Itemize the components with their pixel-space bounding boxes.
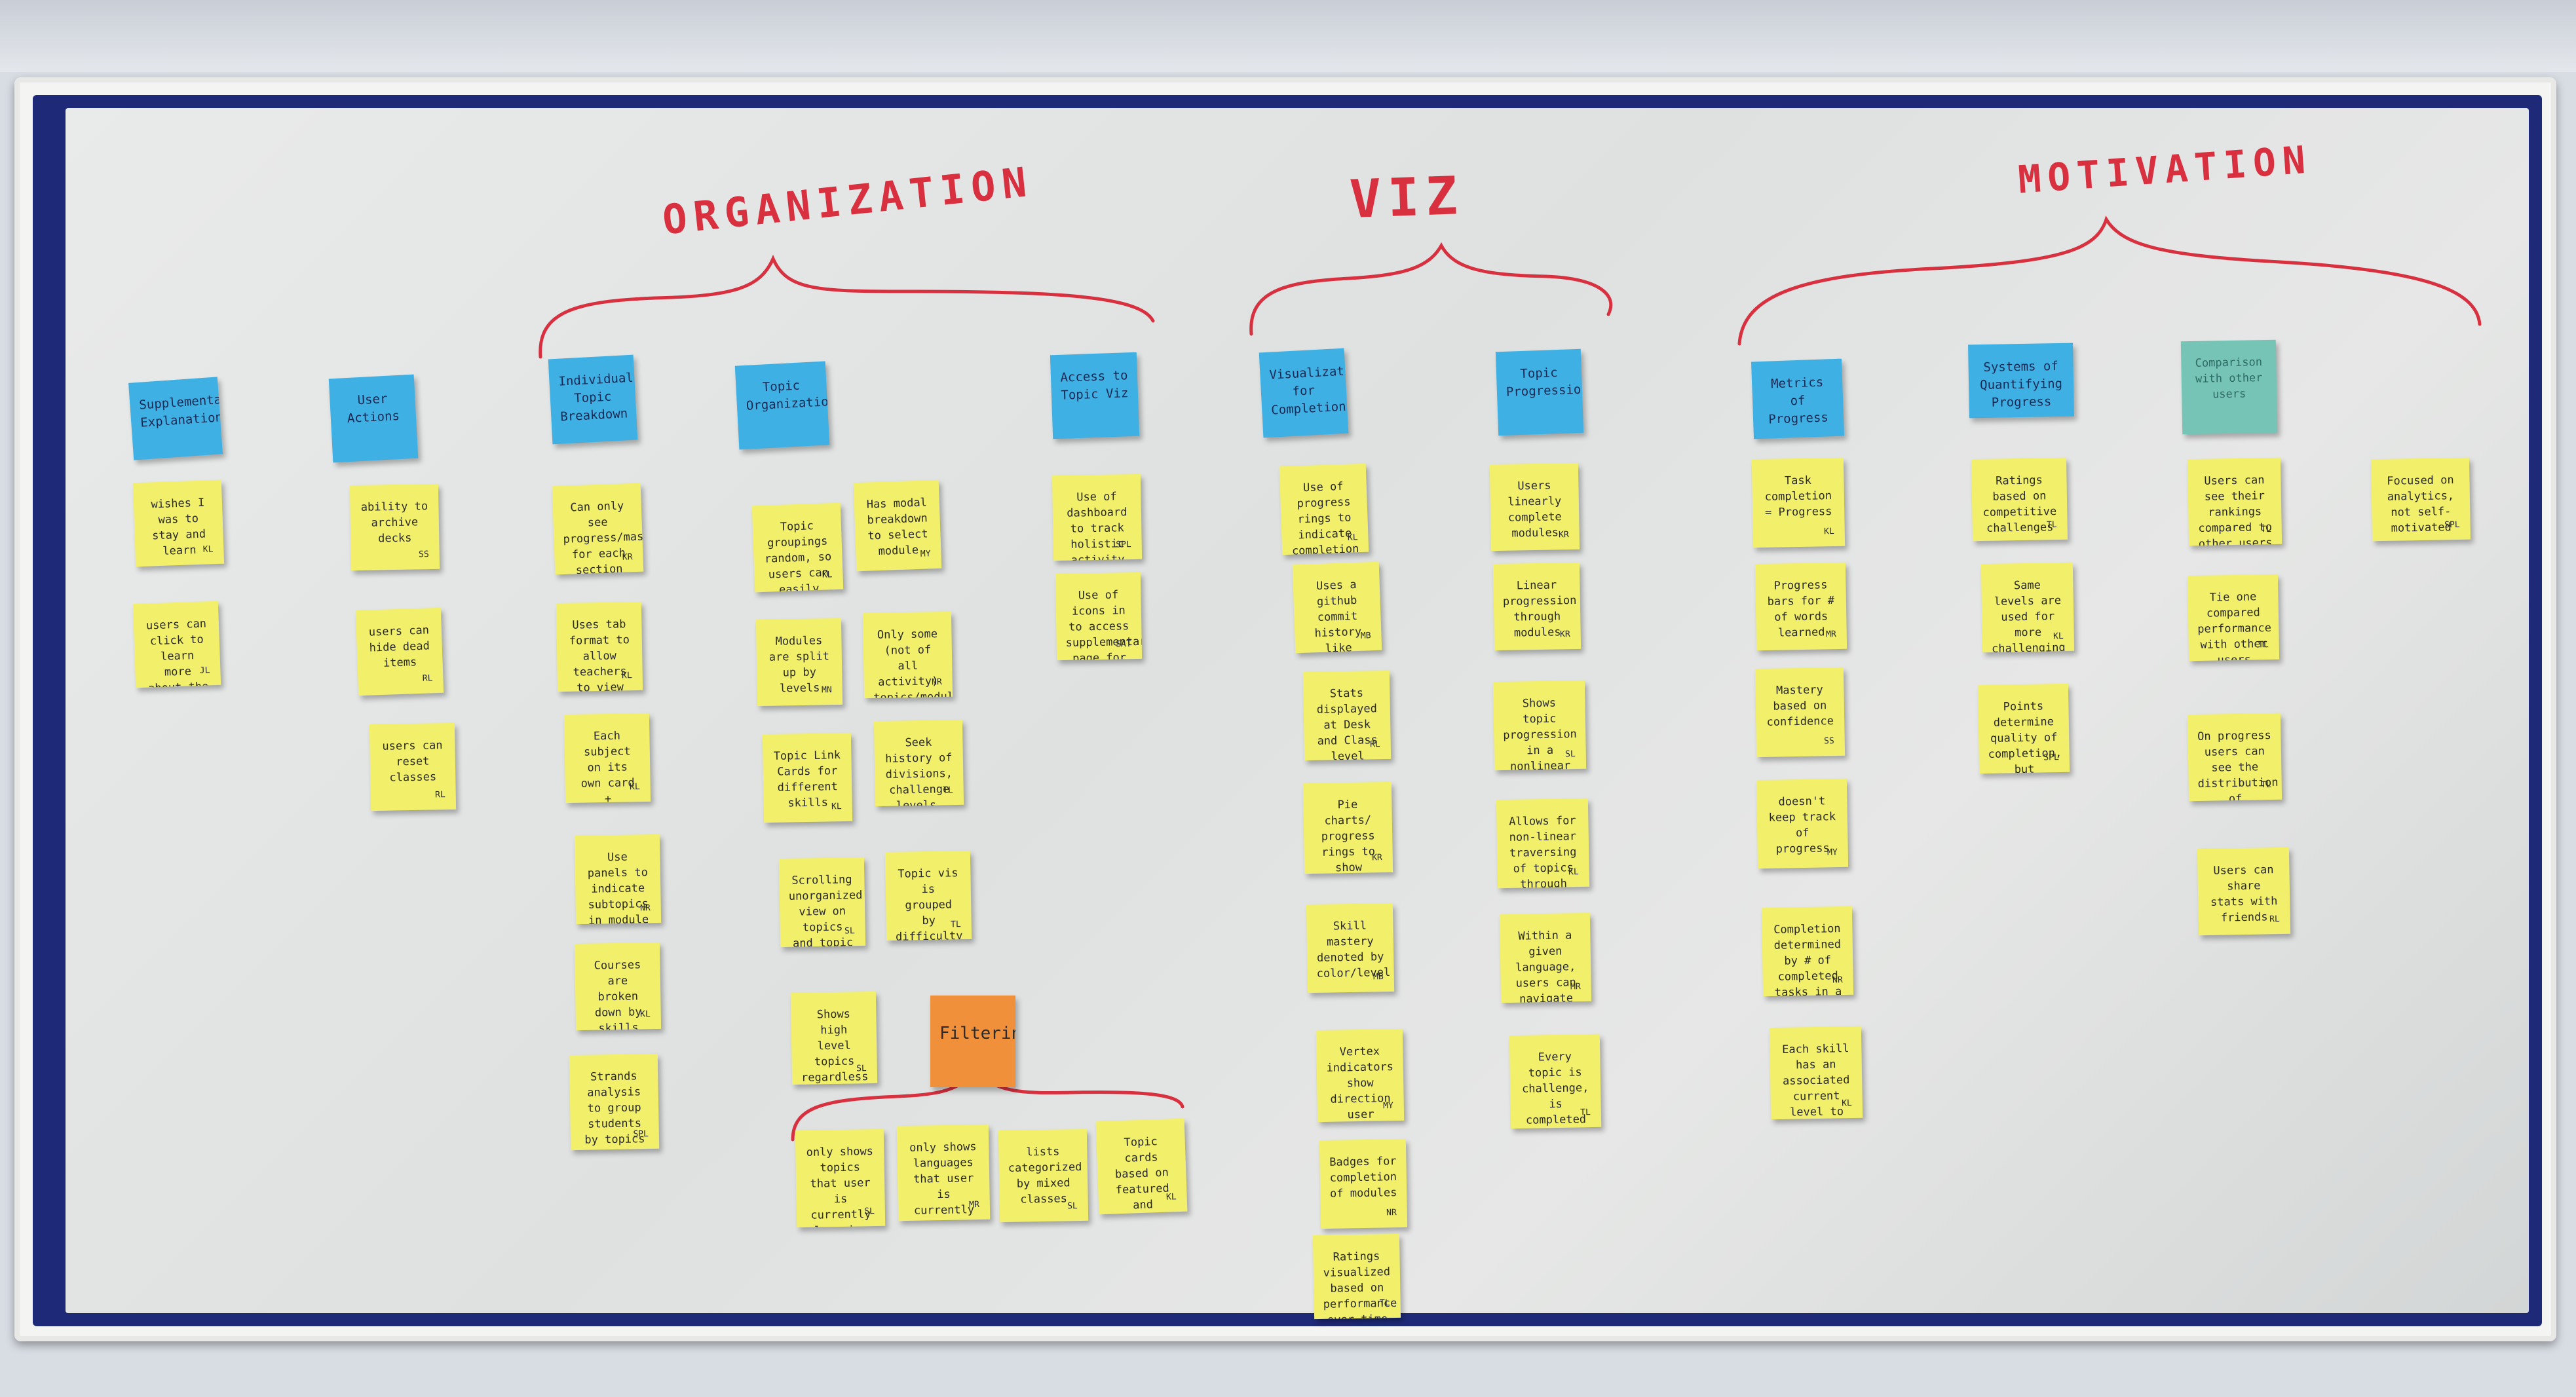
note-q2: Same levels are used for more challengin… — [1980, 562, 2075, 653]
note-f4: Topic cards based on featured and popula… — [1095, 1118, 1188, 1215]
note-filtering: Filtering — [930, 996, 1015, 1087]
note-p3: Shows topic progression in a nonlinear m… — [1492, 680, 1587, 771]
note-p5: Within a given language, users can navig… — [1499, 912, 1592, 1003]
note-p4: Allows for non-linear traversing of topi… — [1496, 798, 1590, 889]
note-v1: Use of progress rings to indicate comple… — [1279, 463, 1369, 555]
note-o4: Only some (not of all activity) topics/m… — [862, 611, 953, 699]
note-v6: Vertex indicators show direction user sh… — [1316, 1028, 1405, 1123]
whiteboard — [66, 108, 2529, 1313]
note-i3: Each subject on its own card + completio… — [563, 713, 651, 804]
note-i5: Courses are broken down by skills SKILLS… — [574, 942, 662, 1031]
note-comparison: Comparison with other users — [2180, 339, 2278, 435]
wall — [0, 0, 2576, 72]
note-f1: only shows topics that user is currently… — [795, 1128, 886, 1228]
note-q3: Points determine quality of completion, … — [1977, 683, 2070, 774]
bracket-viz — [1249, 242, 1613, 336]
note-systems-of-quantifying-progress: Systems of Quantifying Progress — [1968, 343, 2074, 419]
note-a2: Use of icons in to access supplementary … — [1055, 572, 1143, 661]
note-o1: Topic groupings random, so users can eas… — [751, 502, 844, 593]
bracket-motivation — [1737, 215, 2482, 346]
note-i4: Use panels to indicate subtopics in modu… — [574, 834, 662, 925]
bracket-organization — [539, 254, 1155, 359]
note-f2: only shows languages that user is curren… — [896, 1124, 991, 1221]
note-c3: On progress users can see the distributi… — [2187, 713, 2282, 802]
note-o7: Scrolling unorganized view on topics and… — [778, 857, 866, 948]
note-topic-progression: Topic Progression — [1495, 348, 1584, 436]
note-o9: Shows high level topics regardless of co… — [790, 991, 878, 1085]
note-i1: Can only see progress/mastery for each s… — [552, 483, 644, 575]
note-visualizations-for-completion: Visualizations for Completion — [1259, 348, 1349, 438]
note-c5: Focused on analytics, not self-motivated… — [2370, 457, 2471, 542]
note-a1: Use of dashboard to track holistic activ… — [1051, 474, 1143, 561]
note-s2: users can click to learn more about the … — [132, 601, 221, 688]
note-metrics-of-progress: Metrics of Progress — [1751, 358, 1845, 439]
note-m6: Each skill has an associated current lev… — [1769, 1026, 1863, 1120]
note-c2: Tie one compared performance with other … — [2187, 574, 2280, 661]
note-individual-topic-breakdown: Individual Topic Breakdown — [548, 354, 638, 445]
note-user-actions: User Actions — [328, 374, 419, 463]
note-c1: Users can see their rankings compared to… — [2187, 457, 2282, 546]
note-v2: Uses a github commit history like learni… — [1292, 561, 1382, 654]
note-v4: Pie charts/ progress rings to show progr… — [1302, 781, 1393, 874]
note-access-to-topic-viz: Access to Topic Viz — [1050, 352, 1140, 439]
note-i2: Uses tab format to allow teachers to vie… — [556, 601, 643, 692]
note-o6: Seek history of divisions, challenge lev… — [873, 719, 964, 807]
note-i6: Strands analysis to group students by to… — [569, 1053, 660, 1151]
note-m5: Completion determined by # of completed … — [1761, 906, 1854, 997]
note-topic-organization: Topic Organization — [734, 361, 830, 450]
note-supplemental-explanations: Supplemental Explanations — [128, 377, 223, 460]
note-p6: Every topic is challenge, is completed i… — [1509, 1034, 1602, 1129]
note-v8: Ratings visualized based on performance … — [1312, 1233, 1401, 1320]
